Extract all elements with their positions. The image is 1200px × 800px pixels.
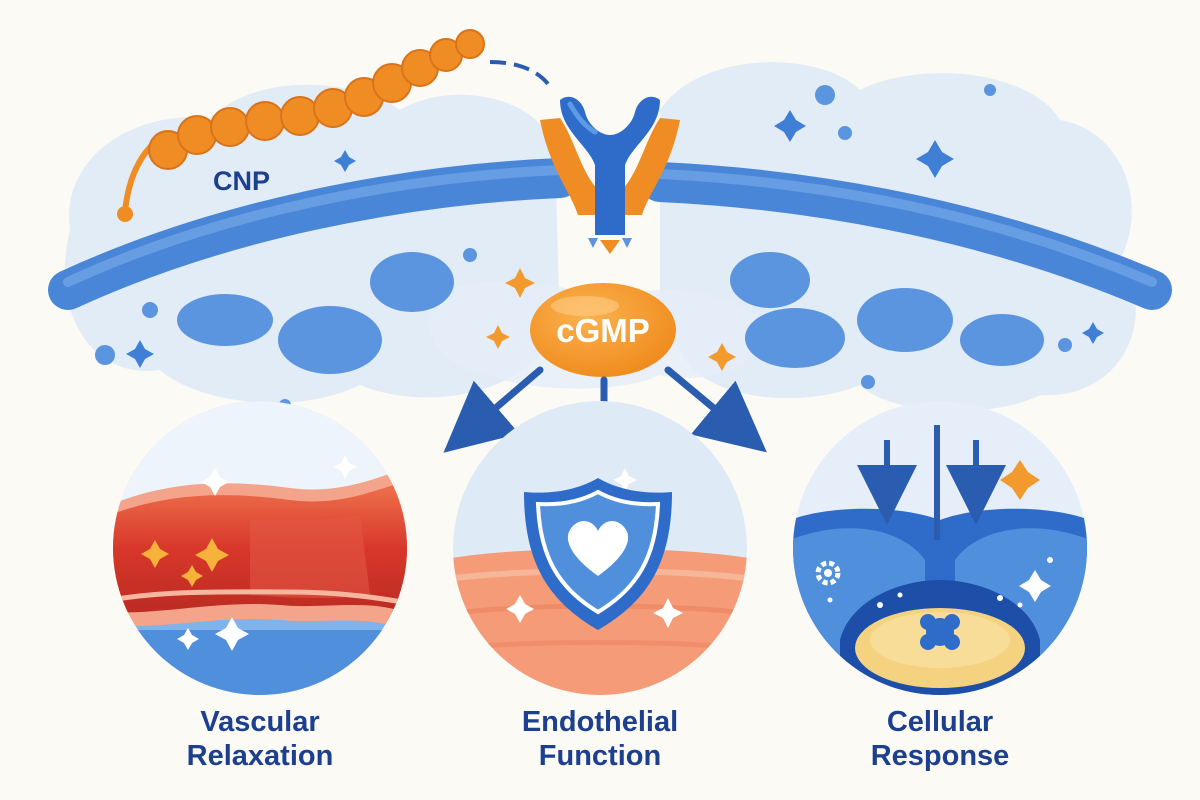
cell-membrane [48,158,1172,310]
sparkle-icon [1000,460,1040,500]
receptor-icon [540,96,680,254]
floating-particles [95,84,1072,411]
cgmp-molecule [530,283,676,377]
outcome-line1: Endothelial [521,706,679,738]
outcome-line1: Vascular [200,706,320,738]
blood-vessel-icon [113,465,407,640]
red-blood-cells [177,252,1044,374]
gear-icon [815,560,841,586]
vascular-relaxation-panel [113,401,407,695]
outcome-line1: Cellular [886,706,994,738]
shield-heart-icon [524,478,672,630]
cgmp-label: cGMP [556,312,650,349]
cell-nucleus-icon [920,614,960,650]
outcome-line2: Response [870,740,1010,772]
cnp-label: CNP [213,166,270,196]
outcome-label-cellular-response: Cellular Response [790,705,1090,773]
outcome-label-endothelial-function: Endothelial Function [450,705,750,773]
outcome-line2: Relaxation [186,740,334,772]
downward-arrows-icon [857,425,1006,540]
outcome-line2: Function [538,740,662,772]
cnp-peptide-chain [117,29,554,222]
outcome-label-vascular-relaxation: Vascular Relaxation [110,705,410,773]
sparkle-icons-blue [126,110,1104,368]
